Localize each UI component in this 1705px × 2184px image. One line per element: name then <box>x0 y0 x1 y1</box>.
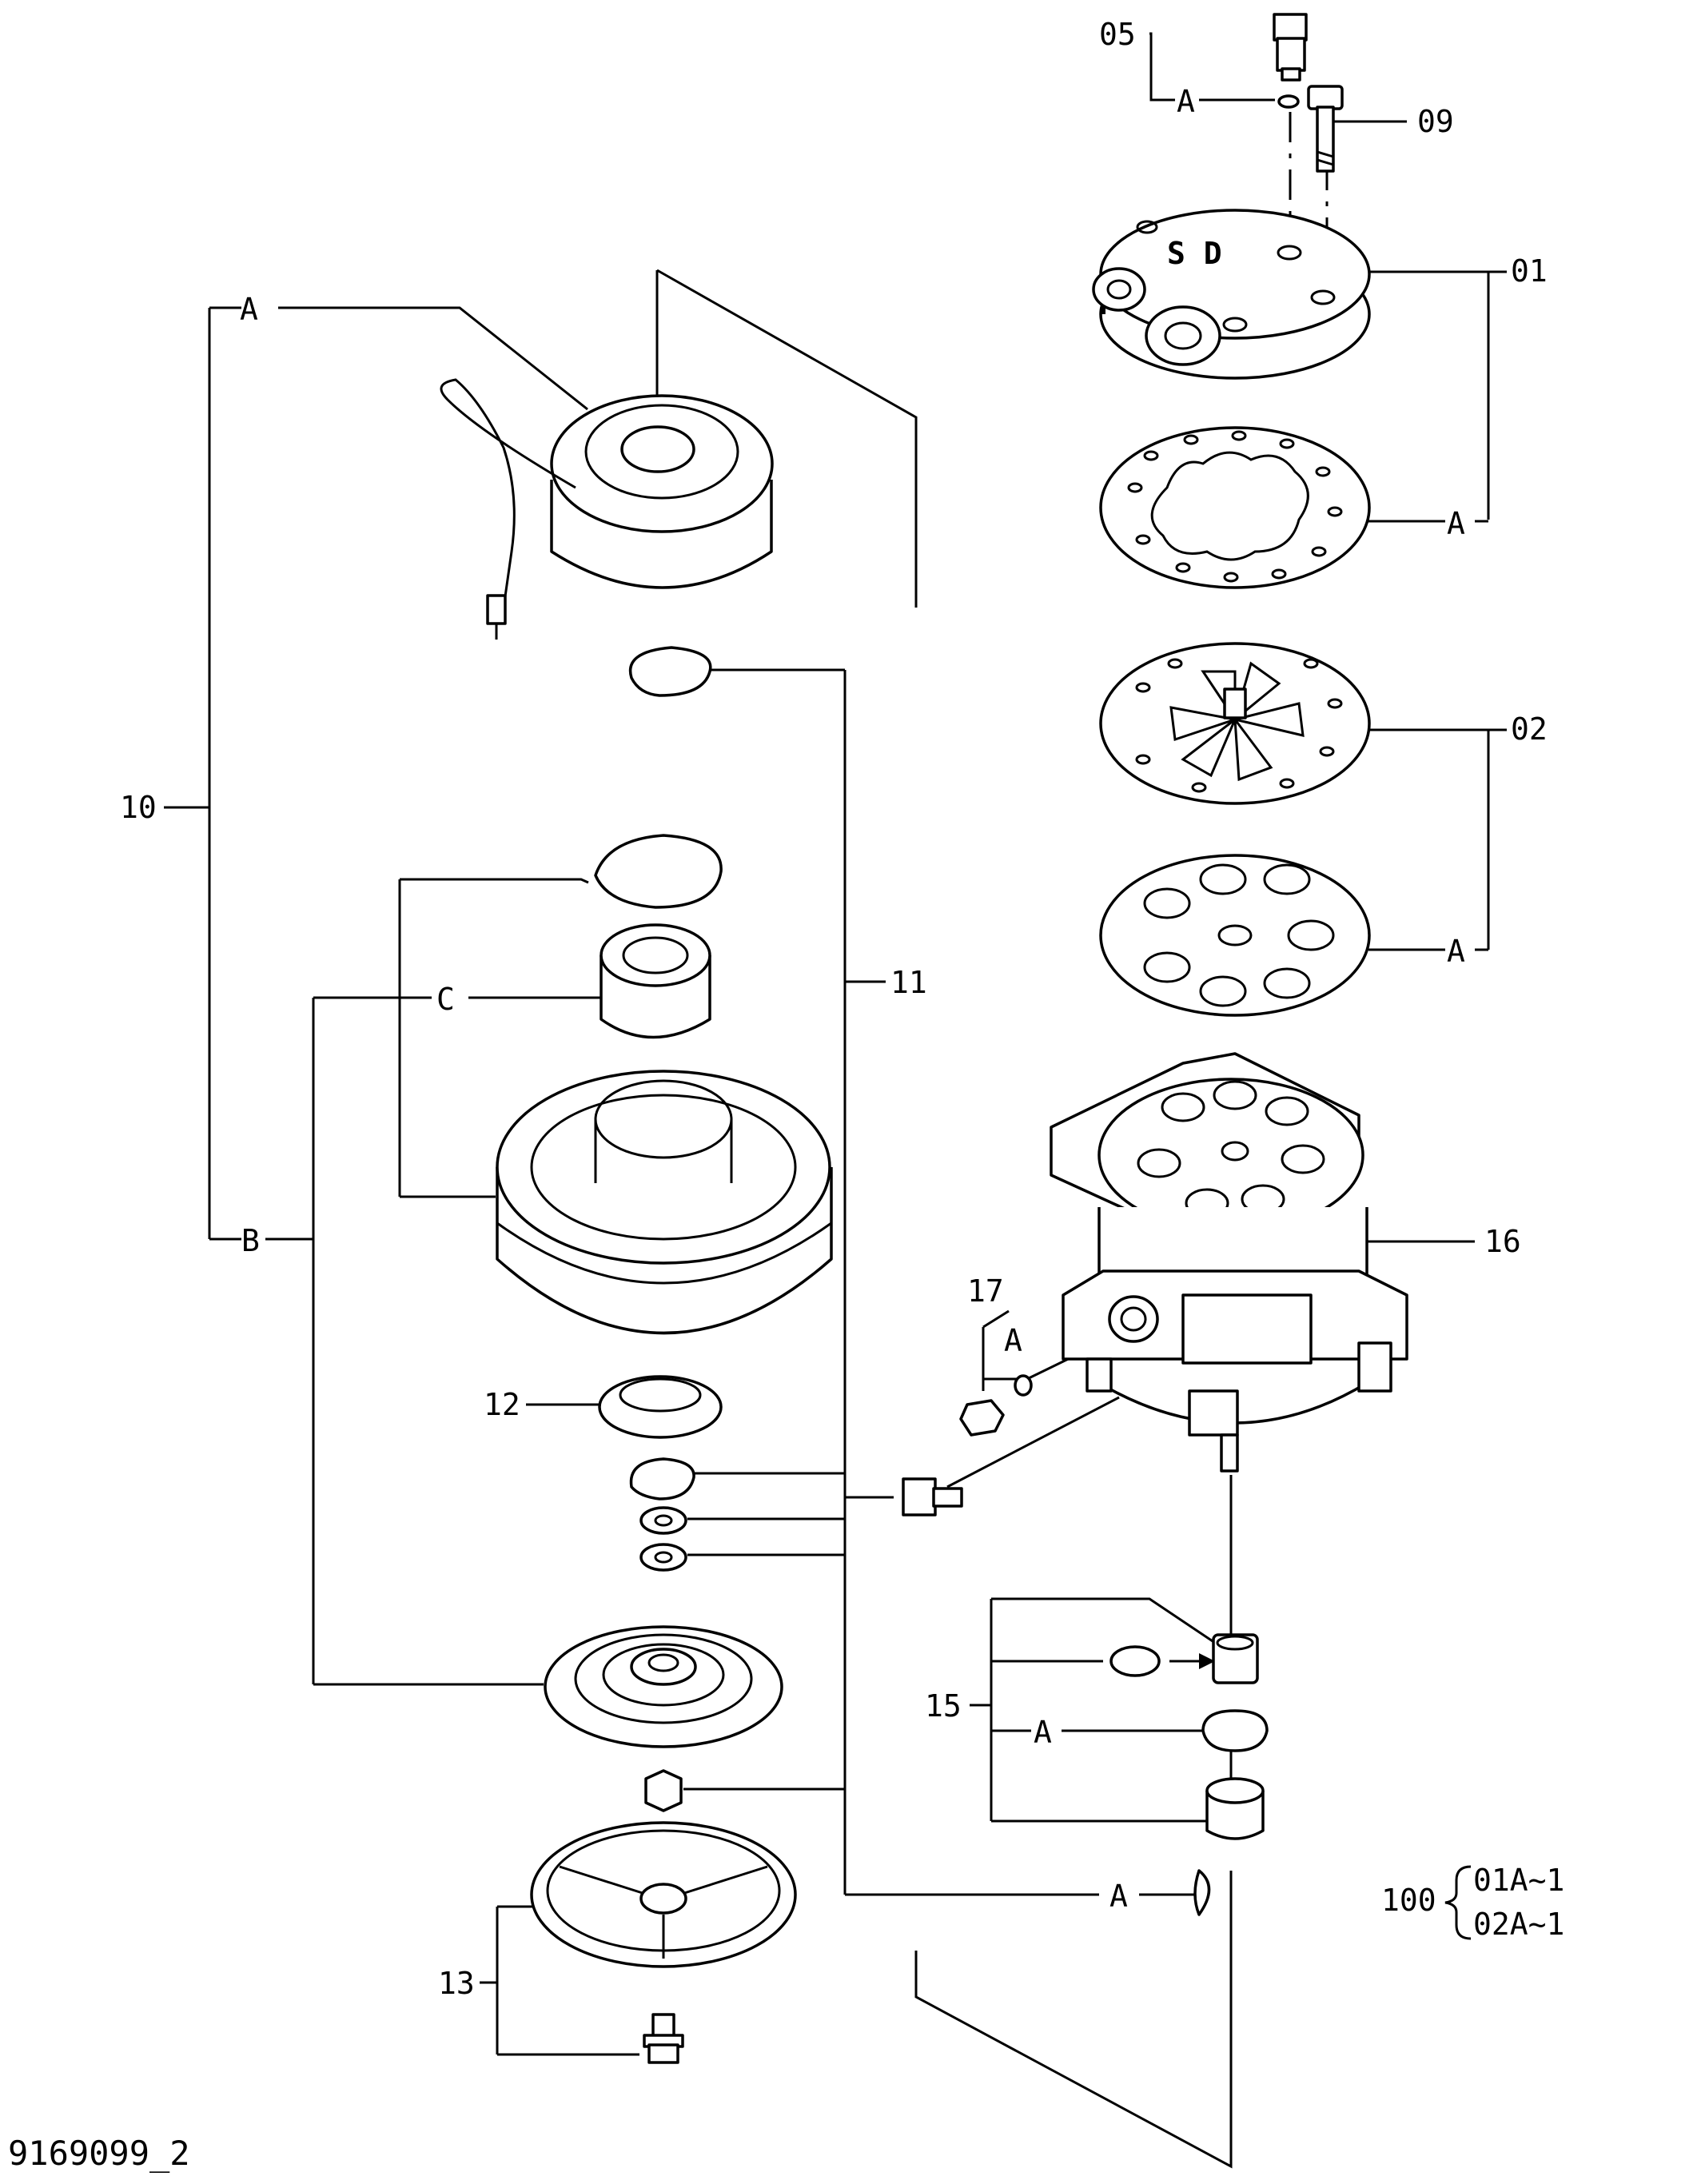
part-shaft-key <box>1193 1869 1211 1916</box>
callout-02: 02 <box>1511 711 1548 747</box>
part-16-compressor-body <box>1050 1052 1408 1473</box>
part-c-bearing <box>600 923 711 1039</box>
callout-01: 01 <box>1511 253 1548 289</box>
callout-15: 15 <box>925 1688 962 1724</box>
label-a-15: A <box>1034 1715 1052 1750</box>
part-01-gasket <box>1099 426 1371 589</box>
label-a-17: A <box>1004 1323 1022 1358</box>
set-note-number: 100 <box>1381 1883 1436 1918</box>
part-armature-plate <box>544 1625 783 1748</box>
part-09-bolt <box>1307 85 1344 173</box>
part-05-oring <box>1277 94 1300 109</box>
part-17-plug <box>959 1374 1033 1437</box>
set-note-line1: 01A~1 <box>1473 1863 1564 1898</box>
callout-labels: 05 A 09 01 A 02 A 16 17 A 15 A A A 10 B … <box>120 17 1548 2001</box>
callout-16: 16 <box>1484 1224 1521 1259</box>
part-11-washers <box>639 1506 687 1572</box>
callout-12: 12 <box>484 1387 520 1422</box>
part-11-nut <box>644 1769 683 1812</box>
part-15-shaft-seal <box>1109 1633 1269 1840</box>
callout-09: 09 <box>1417 104 1454 139</box>
part-c-snap-ring <box>594 834 723 909</box>
figure-id: 9169099_2 <box>8 2134 190 2173</box>
part-12-dust-cover <box>598 1375 723 1439</box>
set-note: 100 01A~1 02A~1 <box>1381 1863 1564 1942</box>
part-13-cover <box>530 1821 797 1968</box>
label-a-coil: A <box>240 292 258 327</box>
set-note-line2: 02A~1 <box>1473 1907 1564 1942</box>
label-a-05: A <box>1177 84 1195 119</box>
part-11-snap-ring-upper <box>628 646 712 697</box>
part-13-screw <box>643 2013 684 2064</box>
part-coil-assembly <box>440 378 774 640</box>
part-11-snap-ring-lower <box>629 1457 695 1501</box>
head-marking-sd: S D <box>1167 236 1222 271</box>
label-c-bearing: C <box>436 982 455 1017</box>
label-a-key: A <box>1109 1879 1128 1914</box>
part-01-cylinder-head: S D <box>1092 209 1371 380</box>
label-a-01: A <box>1447 506 1465 541</box>
part-05-fitting <box>1273 13 1308 82</box>
part-02-valve-plate <box>1099 642 1371 805</box>
set-note-brace <box>1444 1865 1472 1940</box>
callout-05: 05 <box>1099 17 1136 52</box>
label-a-02: A <box>1447 934 1465 969</box>
callout-10: 10 <box>120 790 157 825</box>
part-02-gasket <box>1099 854 1371 1017</box>
part-11-clamp <box>902 1477 963 1516</box>
callout-17: 17 <box>967 1273 1004 1309</box>
callout-13: 13 <box>438 1966 475 2001</box>
callout-11: 11 <box>890 965 927 1000</box>
leader-lines <box>164 32 1507 2169</box>
label-b-pulley: B <box>241 1223 260 1258</box>
part-b-pulley <box>496 1070 833 1335</box>
